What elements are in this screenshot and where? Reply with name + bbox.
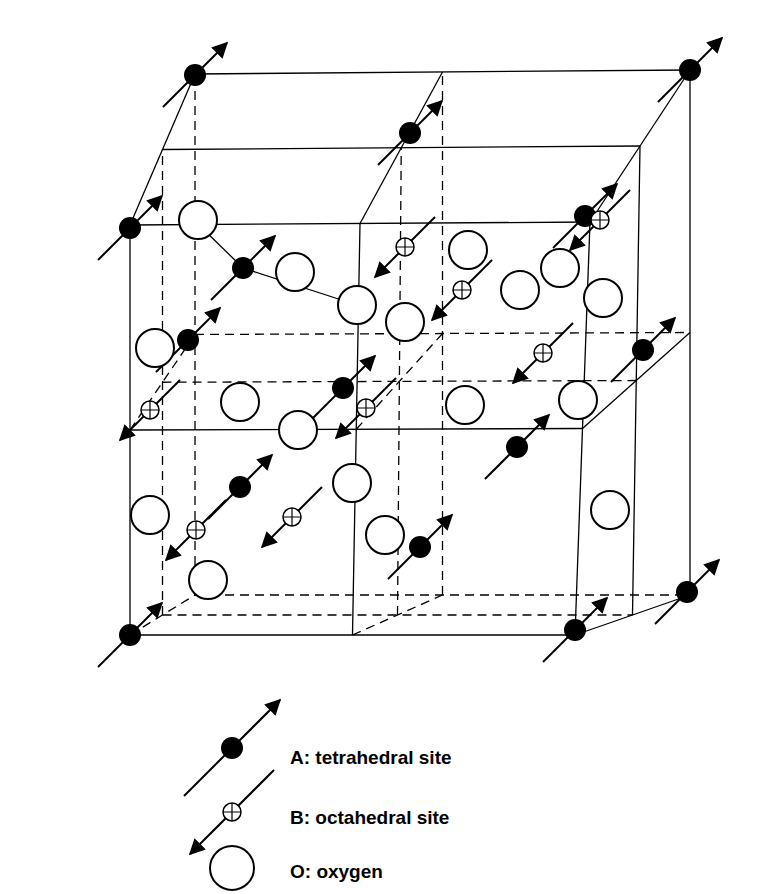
cube-edge [575,595,690,635]
spin-arrow [184,700,280,796]
tetrahedral-atom [506,436,528,458]
tetrahedral-atom [679,59,701,81]
tetrahedral-atom [399,122,421,144]
tetrahedral-atom [409,536,431,558]
oxygen-atom [131,496,169,534]
legend-label: O: oxygen [290,861,383,883]
tetrahedral-atom [232,257,254,279]
oxygen-atom [189,561,227,599]
octahedral-atom [534,344,552,362]
octahedral-hatch [591,211,609,229]
spin-arrow [211,236,275,300]
oxygen-atom [333,464,371,502]
octahedral-atom [223,803,241,821]
atoms [98,38,722,667]
spin-arrow [375,217,435,277]
spin-arrow [166,500,226,560]
spin-arrow [98,196,162,260]
spin-arrow [611,318,675,382]
octahedral-hatch [187,521,205,539]
octahedral-hatch [223,803,241,821]
cube-edge [583,333,691,429]
octahedral-atom [187,521,205,539]
spin-arrow [336,378,396,438]
oxygen-atom [559,381,597,419]
oxygen-atom [541,249,579,287]
cube-frame [130,70,690,635]
cube-edge [353,595,443,635]
cube-edge [590,70,690,222]
cube-edge [356,334,442,430]
cube-edge [162,150,163,616]
cube-edge [360,72,443,224]
octahedral-atom [396,238,414,256]
oxygen-atom [449,231,487,269]
oxygen-atom [210,846,254,890]
oxygen-atom [386,303,424,341]
spin-arrow [190,770,274,854]
tetrahedral-atom [229,476,251,498]
oxygen-atom [591,491,629,529]
legend-sample [210,846,254,890]
oxygen-atom [446,386,484,424]
oxygen-atom [276,253,314,291]
spin-arrow [658,38,722,102]
oxygen-atom [179,201,217,239]
spin-arrow [98,603,162,667]
spin-arrow [513,323,573,383]
spin-arrow [485,415,549,479]
spin-arrow [120,380,180,440]
spin-arrow [655,560,719,624]
octahedral-hatch [453,281,471,299]
tetrahedral-atom [564,619,586,641]
spin-arrow [163,43,227,107]
legend-label: A: tetrahedral site [290,747,452,769]
octahedral-atom [453,281,471,299]
spin-arrow [543,598,607,662]
octahedral-atom [591,211,609,229]
octahedral-hatch [283,508,301,526]
bond-lines [200,226,357,305]
spin-arrow [553,184,617,248]
oxygen-atom [279,411,317,449]
tetrahedral-atom [332,377,354,399]
legend-sample [184,700,280,796]
tetrahedral-atom [177,329,199,351]
tetrahedral-atom [221,737,243,759]
oxygen-atom [584,279,622,317]
legend-label: B: octahedral site [290,807,449,829]
oxygen-atom [338,286,376,324]
octahedral-atom [283,508,301,526]
spin-arrow [570,190,630,250]
octahedral-atom [141,401,159,419]
legend-symbols [184,700,280,890]
oxygen-atom [136,329,174,367]
tetrahedral-atom [632,339,654,361]
tetrahedral-atom [676,581,698,603]
tetrahedral-atom [119,217,141,239]
octahedral-hatch [396,238,414,256]
octahedral-hatch [357,399,375,417]
oxygen-atom [366,516,404,554]
cube-edge [130,74,195,225]
spin-arrow [378,101,442,165]
cube-edge [130,595,195,635]
tetrahedral-atom [119,624,141,646]
oxygen-atom [501,271,539,309]
spin-arrow [311,356,375,420]
spin-arrow [262,487,322,547]
oxygen-atom [221,383,259,421]
octahedral-hatch [141,401,159,419]
legend-sample [190,770,274,854]
octahedral-atom [357,399,375,417]
octahedral-hatch [534,344,552,362]
tetrahedral-atom [184,64,206,86]
